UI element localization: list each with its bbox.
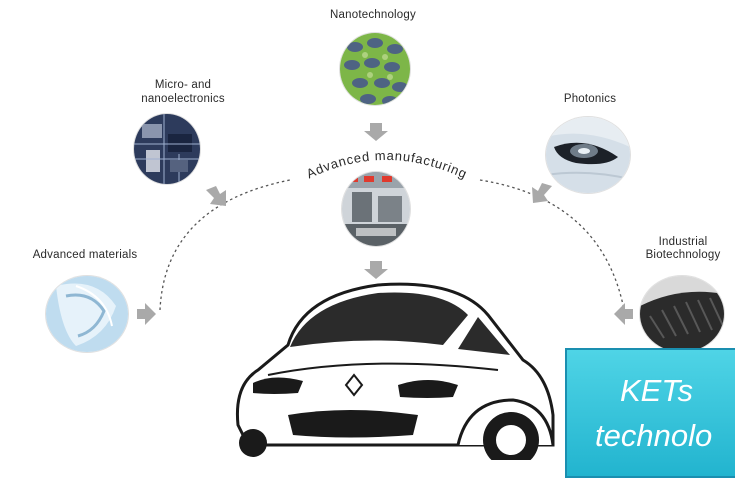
microelectronics-image bbox=[134, 114, 200, 184]
nanotechnology-image bbox=[340, 33, 410, 105]
advanced-materials-label: Advanced materials bbox=[32, 249, 138, 261]
kets-callout-line1: KETs bbox=[620, 373, 693, 408]
industrial-biotechnology-image bbox=[640, 276, 724, 352]
manufacturing-image bbox=[342, 172, 410, 246]
kets-callout-line2: technolo bbox=[595, 418, 713, 453]
dashed-arc bbox=[159, 179, 626, 316]
nanotechnology-label: Nanotechnology bbox=[330, 9, 416, 21]
advanced-materials-image bbox=[46, 276, 128, 352]
photonics-image bbox=[546, 117, 630, 193]
micro-nanoelectronics-label-line1: Micro- and bbox=[154, 79, 212, 91]
industrial-biotech-label-line2: Biotechnology bbox=[645, 249, 721, 261]
micro-nanoelectronics-label-line2: nanoelectronics bbox=[141, 93, 225, 105]
industrial-biotech-label-line1: Industrial bbox=[658, 236, 708, 248]
kets-callout-box bbox=[565, 348, 735, 478]
photonics-label: Photonics bbox=[563, 93, 617, 105]
car-illustration bbox=[235, 282, 555, 460]
